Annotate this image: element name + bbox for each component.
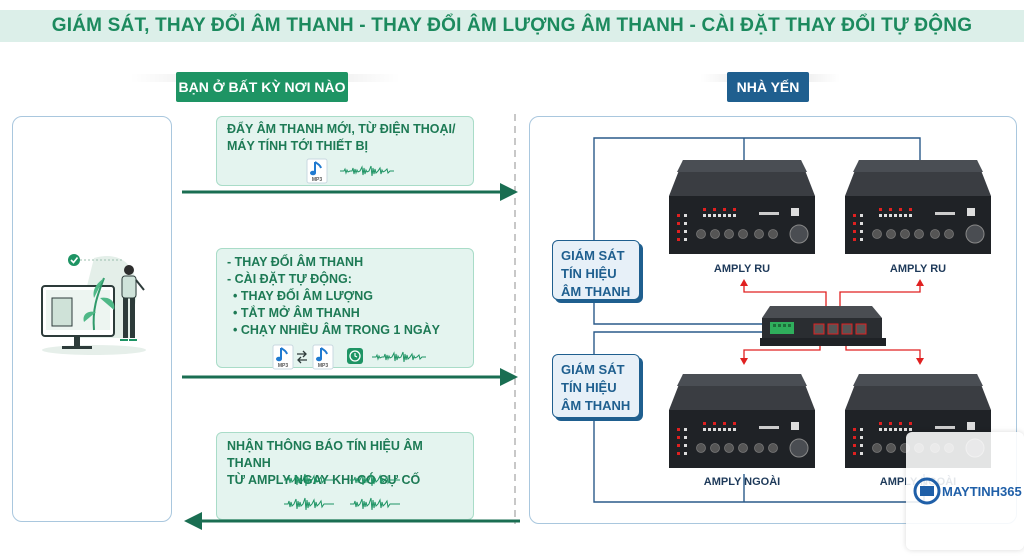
change-item-label: TẮT MỞ ÂM THANH: [240, 306, 360, 320]
title-bar: [0, 10, 1024, 42]
signal-monitor-box: GIÁM SÁT TÍN HIỆU ÂM THANH: [552, 354, 640, 418]
amplifier-label: AMPLY RU: [889, 263, 947, 275]
change-item: • THAY ĐỔI ÂM LƯỢNG: [233, 289, 374, 303]
mp3-file-icon: MP3: [312, 344, 334, 370]
watermark-brand: MAYTINH365: [942, 484, 1022, 499]
change-item: • TẮT MỞ ÂM THANH: [233, 306, 360, 320]
page-title: GIÁM SÁT, THAY ĐỔI ÂM THANH - THAY ĐỔI Â…: [51, 15, 973, 36]
change-message-line: - CÀI ĐẶT TỰ ĐỘNG:: [227, 272, 352, 286]
mp3-label: MP3: [312, 177, 323, 183]
change-item: • CHẠY NHIỀU ÂM TRONG 1 NGÀY: [233, 323, 440, 337]
change-item-label: THAY ĐỔI ÂM LƯỢNG: [240, 289, 374, 303]
swap-arrows-icon: [297, 350, 307, 364]
maytinh365-logo-icon: [913, 477, 941, 505]
signal-monitor-line: ÂM THANH: [561, 284, 631, 299]
person-at-computer-illustration: [41, 254, 146, 355]
notify-arrow: [184, 512, 520, 530]
change-message-line: - THAY ĐỔI ÂM THANH: [227, 255, 364, 269]
section-tag-anywhere: BẠN Ở BẤT KỲ NƠI NÀO: [176, 72, 348, 102]
signal-monitor-line: TÍN HIỆU: [561, 266, 617, 281]
signal-monitor-line: ÂM THANH: [561, 398, 631, 413]
push-message-line: ĐẨY ÂM THANH MỚI, TỪ ĐIỆN THOẠI/: [227, 122, 456, 136]
change-arrow: [182, 368, 518, 386]
section-tag-bird-house: NHÀ YẾN: [727, 72, 809, 102]
signal-monitor-box: GIÁM SÁT TÍN HIỆU ÂM THANH: [552, 240, 640, 300]
amplifier-device-icon: [669, 160, 815, 254]
signal-monitor-line: GIÁM SÁT: [561, 248, 625, 263]
amplifier-label: AMPLY RU: [713, 263, 771, 275]
clock-icon: [347, 348, 363, 364]
waveform-icon: [372, 351, 426, 363]
mp3-file-icon: MP3: [272, 344, 294, 370]
change-item-label: CHẠY NHIỀU ÂM TRONG 1 NGÀY: [240, 323, 440, 337]
mp3-label: MP3: [318, 363, 329, 369]
change-sound-message: - THAY ĐỔI ÂM THANH - CÀI ĐẶT TỰ ĐỘNG: •…: [216, 248, 474, 368]
notify-message-line: NHẬN THÔNG BÁO TÍN HIỆU ÂM THANH: [227, 439, 423, 470]
amplifier-label: AMPLY NGOÀI: [703, 476, 781, 488]
mp3-label: MP3: [278, 363, 289, 369]
controller-device-icon: [760, 306, 886, 346]
signal-monitor-line: TÍN HIỆU: [561, 380, 617, 395]
amplifier-device-icon: [669, 374, 815, 468]
push-arrow: [182, 183, 518, 201]
push-sound-message: ĐẨY ÂM THANH MỚI, TỪ ĐIỆN THOẠI/ MÁY TÍN…: [216, 116, 474, 186]
waveform-icon: [340, 165, 394, 177]
waveform-group-icon: [284, 473, 400, 511]
mp3-file-icon: MP3: [306, 158, 328, 184]
amplifier-device-icon: [845, 160, 991, 254]
push-message-line: MÁY TÍNH TỚI THIẾT BỊ: [227, 139, 368, 153]
signal-monitor-line: GIÁM SÁT: [561, 362, 625, 377]
